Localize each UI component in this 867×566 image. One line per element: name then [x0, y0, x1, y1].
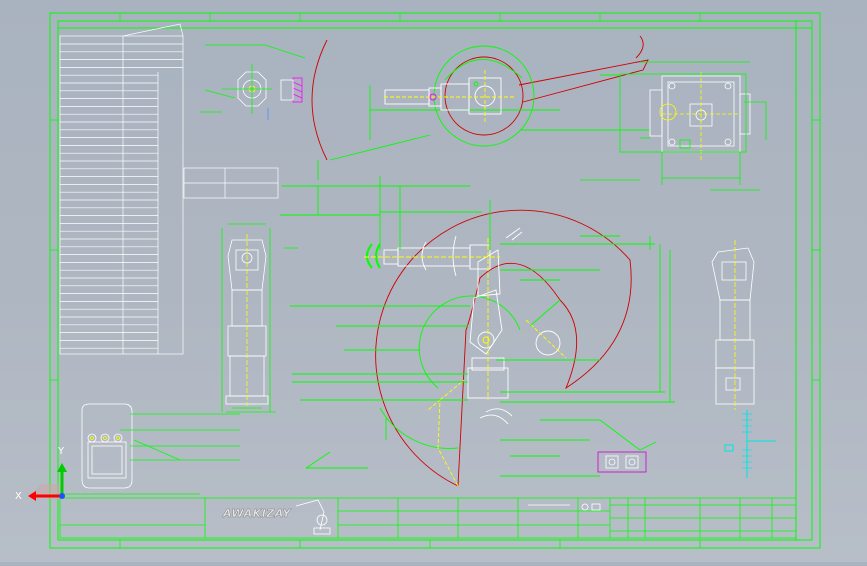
axis-y-label: Y: [57, 446, 65, 457]
base-plate-detail: [60, 403, 240, 495]
axis-triad: [28, 463, 67, 501]
connector-detail: [597, 441, 657, 473]
specification-table: [59, 23, 184, 355]
base-footprint-view: [580, 61, 767, 191]
right-side-view: [711, 240, 755, 410]
top-view: [311, 35, 650, 161]
left-side-view: [221, 223, 298, 413]
cyan-scale-detail: [724, 410, 776, 478]
main-side-view: [280, 160, 675, 487]
title-logo: AWAKIZAY: [222, 507, 292, 520]
flange-detail: [200, 44, 306, 120]
title-block-robot-sketch: [295, 499, 331, 535]
title-block: [59, 497, 797, 539]
axis-x-label: X: [15, 491, 22, 502]
drawing-frame: [49, 12, 821, 549]
revision-table: [183, 167, 279, 199]
